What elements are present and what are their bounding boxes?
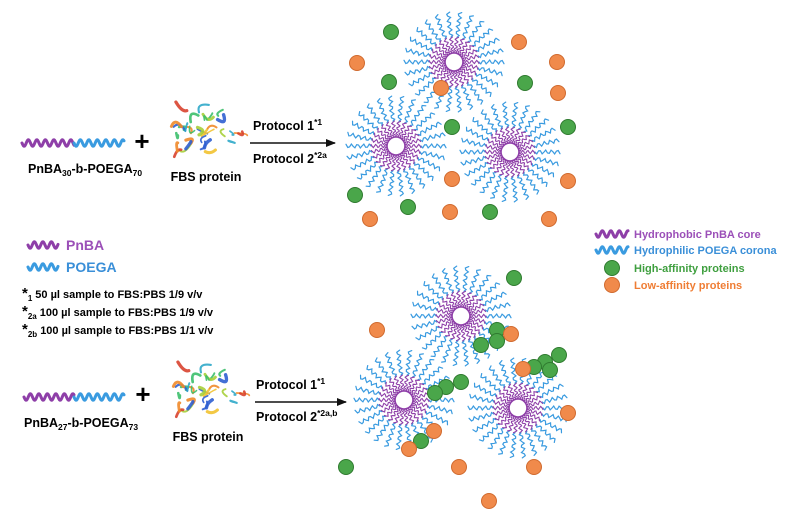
low-affinity-protein — [560, 405, 576, 421]
bottom-micelle-3 — [467, 357, 569, 459]
high-affinity-protein — [473, 337, 489, 353]
high-affinity-protein — [517, 75, 533, 91]
bottom-fbs-protein-icon — [171, 360, 251, 419]
low-affinity-protein — [541, 211, 557, 227]
bottom-plus-sign: + — [135, 379, 150, 409]
top-protein-label: FBS protein — [171, 170, 242, 184]
low-affinity-protein — [511, 34, 527, 50]
high-affinity-protein — [506, 270, 522, 286]
high-affinity-protein — [383, 24, 399, 40]
bottom-proteins — [338, 270, 576, 509]
left-legend-pnba-label: PnBA — [66, 237, 104, 253]
low-affinity-protein — [515, 361, 531, 377]
low-affinity-protein — [401, 441, 417, 457]
high-affinity-protein — [489, 333, 505, 349]
low-affinity-protein — [442, 204, 458, 220]
right-legend-corona-wave — [594, 245, 630, 255]
top-fbs-protein-icon — [169, 100, 249, 159]
right-legend-low-label: Low-affinity proteins — [634, 280, 742, 292]
high-affinity-protein — [338, 459, 354, 475]
low-affinity-protein — [451, 459, 467, 475]
high-affinity-protein — [560, 119, 576, 135]
bottom-polymer-chain — [22, 392, 126, 402]
left-legend-poega-wave — [26, 262, 60, 272]
high-affinity-protein — [400, 199, 416, 215]
right-legend-high-label: High-affinity proteins — [634, 263, 745, 275]
low-affinity-protein — [503, 326, 519, 342]
right-legend-low-dot — [604, 277, 620, 293]
high-affinity-protein — [444, 119, 460, 135]
bottom-micelle-2 — [353, 349, 455, 451]
high-affinity-protein — [542, 362, 558, 378]
high-affinity-protein — [427, 385, 443, 401]
bottom-micelle-1 — [410, 265, 512, 367]
top-micelle-2 — [345, 95, 447, 197]
low-affinity-protein — [481, 493, 497, 509]
bottom-protocol-1: Protocol 1*1 — [256, 376, 325, 392]
high-affinity-protein — [381, 74, 397, 90]
top-proteins — [347, 24, 576, 227]
low-affinity-protein — [362, 211, 378, 227]
bottom-protocol-2: Protocol 2*2a,b — [256, 408, 337, 424]
top-plus-sign: + — [134, 126, 149, 156]
top-polymer-chain — [20, 138, 126, 148]
bottom-polymer-label: PnBA27-b-POEGA73 — [24, 416, 138, 432]
top-polymer-label: PnBA30-b-POEGA70 — [28, 162, 142, 178]
bottom-protein-label: FBS protein — [173, 430, 244, 444]
low-affinity-protein — [349, 55, 365, 71]
top-micelle-3 — [459, 101, 561, 203]
low-affinity-protein — [549, 54, 565, 70]
low-affinity-protein — [426, 423, 442, 439]
low-affinity-protein — [560, 173, 576, 189]
high-affinity-protein — [482, 204, 498, 220]
high-affinity-protein — [551, 347, 567, 363]
high-affinity-protein — [453, 374, 469, 390]
low-affinity-protein — [526, 459, 542, 475]
top-protocol-2: Protocol 2*2a — [253, 150, 327, 166]
right-legend-high-dot — [604, 260, 620, 276]
low-affinity-protein — [369, 322, 385, 338]
right-legend-corona-label: Hydrophilic POEGA corona — [634, 245, 777, 257]
low-affinity-protein — [444, 171, 460, 187]
low-affinity-protein — [433, 80, 449, 96]
top-micelle-1 — [403, 11, 505, 113]
left-legend-poega-label: POEGA — [66, 259, 117, 275]
right-legend-core-wave — [594, 229, 630, 239]
high-affinity-protein — [347, 187, 363, 203]
top-protocol-1: Protocol 1*1 — [253, 117, 322, 133]
right-legend-core-label: Hydrophobic PnBA core — [634, 229, 761, 241]
high-affinity-protein — [413, 433, 429, 449]
left-legend-pnba-wave — [26, 240, 60, 250]
low-affinity-protein — [550, 85, 566, 101]
